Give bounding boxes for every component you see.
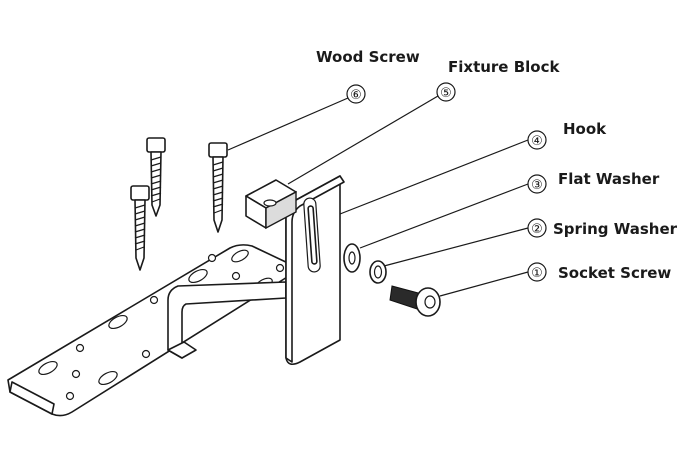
socket-screw (389, 285, 441, 317)
wood-screw-2 (130, 185, 150, 271)
leader-socket-screw (439, 271, 529, 297)
callout-number-2: ② (531, 222, 543, 237)
leader-hook (339, 139, 529, 215)
callout-number-6: ⑥ (350, 88, 362, 103)
fixture-block (245, 179, 297, 230)
label-fixture-block: Fixture Block (448, 58, 560, 76)
base-plate (7, 244, 293, 417)
leader-fixture-block (287, 95, 439, 185)
callout-fixture-block: ⑤ Fixture Block (436, 58, 560, 102)
wood-screw-3 (208, 142, 228, 233)
leader-flat-washer (359, 183, 529, 249)
label-hook: Hook (563, 120, 607, 138)
callout-spring-washer: ② Spring Washer (527, 218, 678, 238)
callout-wood-screw: ⑥ Wood Screw (316, 48, 420, 104)
callout-number-3: ③ (531, 178, 543, 193)
callout-flat-washer: ③ Flat Washer (527, 170, 660, 194)
label-flat-washer: Flat Washer (558, 170, 660, 188)
leader-lines (227, 95, 529, 297)
callout-number-1: ① (531, 266, 543, 281)
spring-washer (369, 260, 387, 284)
hook-bracket (167, 175, 345, 366)
label-spring-washer: Spring Washer (553, 220, 678, 238)
callout-hook: ④ Hook (527, 120, 607, 150)
callout-number-5: ⑤ (440, 86, 452, 101)
callout-number-4: ④ (531, 134, 543, 149)
label-wood-screw: Wood Screw (316, 48, 420, 66)
wood-screw-1 (146, 137, 166, 217)
label-socket-screw: Socket Screw (558, 264, 671, 282)
leader-wood-screw (227, 97, 349, 151)
callout-socket-screw: ① Socket Screw (527, 262, 671, 282)
flat-washer (343, 243, 361, 273)
leader-spring-washer (383, 227, 529, 267)
